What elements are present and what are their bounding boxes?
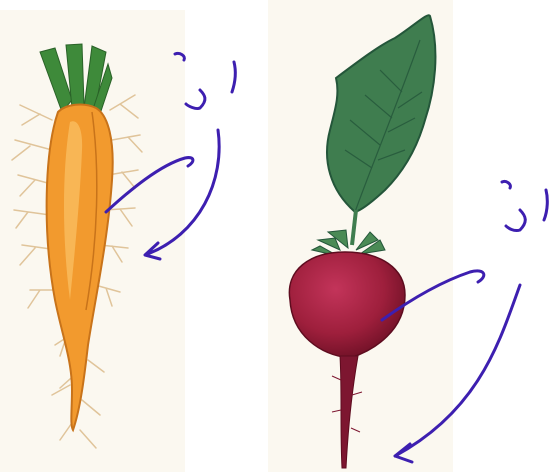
carrot-label-glyphs bbox=[175, 53, 235, 108]
beet-arrow-to-taproot bbox=[395, 285, 520, 462]
beet-arrow-to-body bbox=[382, 271, 484, 320]
carrot-arrow-to-hairs bbox=[145, 130, 219, 259]
carrot-arrow-to-body bbox=[106, 158, 193, 212]
beet-label-glyphs bbox=[502, 181, 547, 230]
